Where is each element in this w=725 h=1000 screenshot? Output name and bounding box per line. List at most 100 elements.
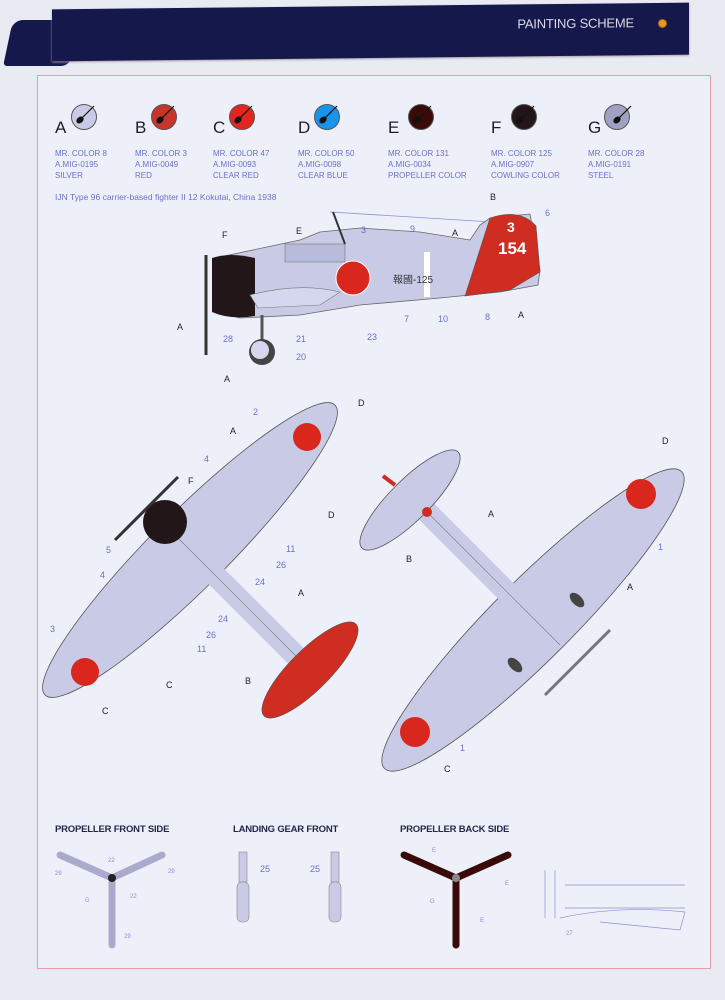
landing-gear-detail: 25 25 [236,851,342,923]
callout-label: 4 [204,454,209,464]
tail-marking-top: 3 [507,219,515,235]
red-tail [464,214,541,297]
callout-label: 25 [260,864,270,874]
callout-label: E [432,848,436,854]
callout-label: F [188,476,194,486]
paintbrush-icon [413,105,432,124]
callout-label: D [328,510,335,520]
color-code: MR. COLOR 28 [588,149,645,158]
callout-label: 29 [55,871,62,877]
callout-label: D [358,398,365,408]
callout-label: G [430,899,435,905]
color-name: COWLING COLOR [491,171,560,180]
color-letter: D [298,118,311,137]
callout-label: 26 [276,560,286,570]
callout-label: A [230,426,236,436]
callout-label: 27 [566,931,573,937]
callout-label: B [490,192,496,202]
callout-label: 29 [124,934,131,940]
propeller-back-title: PROPELLER BACK SIDE [400,824,510,835]
paintbrush-icon [156,105,175,124]
tail-number: 154 [498,239,527,258]
color-code: MR. COLOR 131 [388,149,449,158]
callout-label: 3 [361,225,366,235]
callout-label: 23 [367,332,377,342]
aircraft-caption: IJN Type 96 carrier-based fighter II 12 … [55,192,277,202]
callout-label: 9 [410,224,415,234]
bottom-view-callouts: D A B 1 A 1 C [406,436,669,774]
color-letter: G [588,118,602,137]
callout-label: 3 [50,624,55,634]
color-code-alt: A.MIG-0191 [588,160,632,169]
callout-label: E [505,881,509,887]
callout-label: A [298,588,304,598]
callout-label: A [627,582,633,592]
color-name: PROPELLER COLOR [388,171,467,180]
paint-dot-icon [71,104,97,130]
color-code: MR. COLOR 125 [491,149,552,158]
paint-dot-icon [408,104,434,130]
callout-label: 21 [296,334,306,344]
propeller-back-detail: E E G E [400,848,512,949]
callout-label: 24 [255,577,265,587]
color-code-alt: A.MIG-0195 [55,160,99,169]
callout-label: 6 [545,208,550,218]
callout-label: C [444,764,451,774]
paint-dot-icon [151,104,177,130]
callout-label: 20 [296,352,306,362]
color-letter: F [491,118,502,137]
side-view-callouts: B 6 E 3 9 A F A 28 21 20 A 23 7 10 8 A [177,192,550,384]
color-code: MR. COLOR 47 [213,149,270,158]
callout-label: F [222,230,228,240]
callout-label: 8 [485,312,490,322]
side-view: 報國-125 3 154 [204,211,541,365]
callout-label: 7 [404,314,409,324]
callout-label: C [102,706,109,716]
callout-label: A [224,374,230,384]
callout-label: D [662,436,669,446]
propeller-front-detail: 29 22 29 G 22 29 [55,851,175,949]
callout-label: B [406,554,412,564]
paintbrush-icon [613,105,632,124]
callout-label: 22 [108,858,115,864]
color-name: RED [135,171,152,180]
callout-label: 29 [168,869,175,875]
callout-label: 1 [658,542,663,552]
callout-label: C [166,680,173,690]
callout-label: A [488,509,494,519]
callout-label: 11 [197,644,206,654]
callout-label: 28 [223,334,233,344]
callout-label: G [85,898,90,904]
wing-fillet-detail: 27 [544,870,686,937]
callout-label: 25 [310,864,320,874]
color-code: MR. COLOR 50 [298,149,355,158]
paintbrush-icon [76,105,95,124]
cowling [212,255,255,318]
callout-label: E [480,918,484,924]
color-code-alt: A.MIG-0907 [491,160,535,169]
top-view-callouts: D 2 A 4 F D 5 11 26 4 24 A 24 26 11 3 C … [50,398,365,716]
top-view [42,402,359,719]
paint-dot-icon [314,104,340,130]
callout-label: 24 [218,614,228,624]
paintbrush-icon [319,105,338,124]
callout-label: 2 [253,407,258,417]
color-code: MR. COLOR 3 [135,149,188,158]
callout-label: 10 [438,314,448,324]
landing-gear-title: LANDING GEAR FRONT [233,824,339,835]
callout-label: 1 [460,743,465,753]
color-letter: C [213,118,226,137]
callout-label: 11 [286,544,295,554]
callout-label: A [452,228,458,238]
color-letter: E [388,118,400,137]
paint-dot-icon [229,104,255,130]
paintbrush-icon [516,105,535,124]
fuselage-marking: 報國-125 [393,274,433,286]
color-code: MR. COLOR 8 [55,149,108,158]
callout-label: B [245,676,251,686]
callout-label: A [177,322,183,332]
color-code-alt: A.MIG-0049 [135,160,179,169]
color-code-alt: A.MIG-0034 [388,160,432,169]
paint-dot-icon [511,104,537,130]
